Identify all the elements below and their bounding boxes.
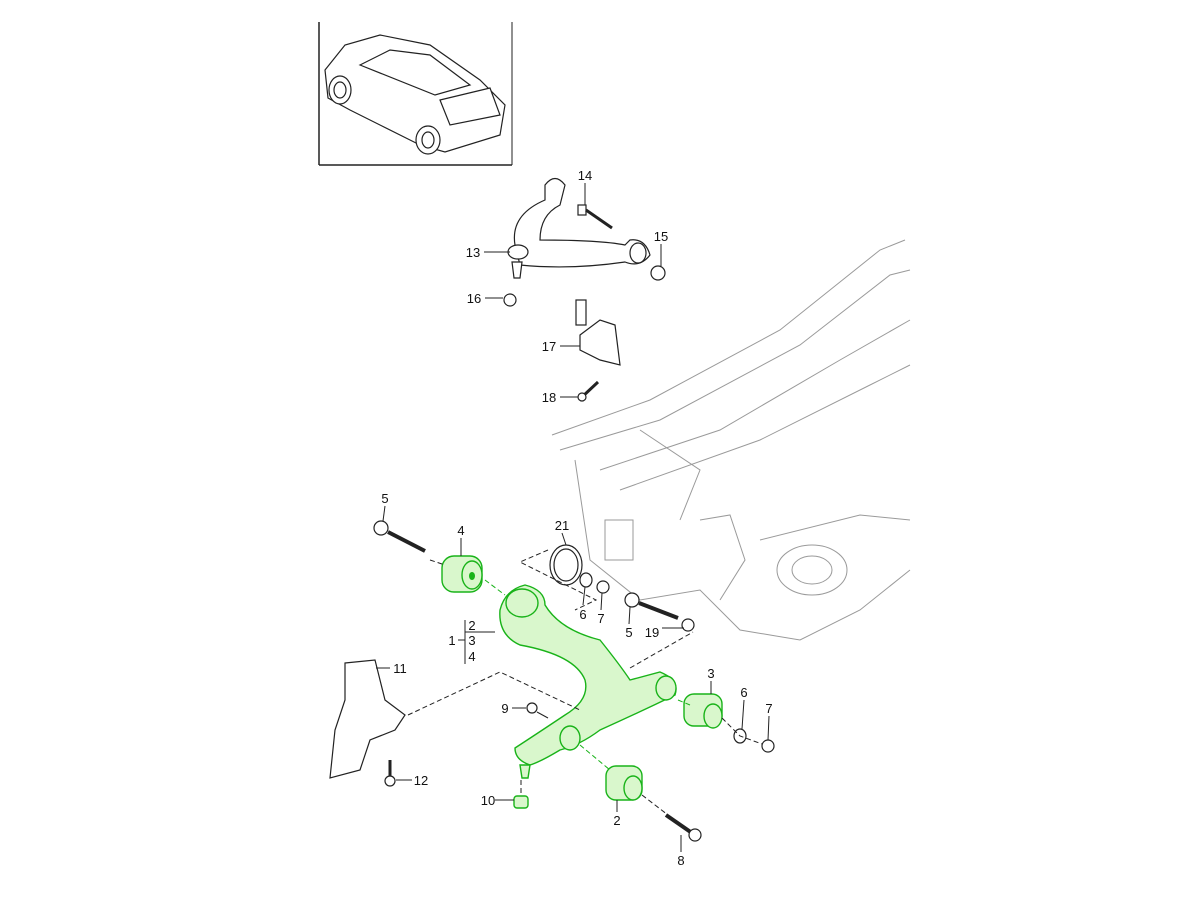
callout-19[interactable]: 19 [645,625,659,640]
cover-21[interactable] [549,544,583,586]
callout-7[interactable]: 7 [597,611,604,626]
callout-1-sub-4[interactable]: 4 [468,649,475,664]
nut-7-upper[interactable] [596,580,610,594]
callout-16[interactable]: 16 [467,291,481,306]
callout-4[interactable]: 4 [457,523,464,538]
callout-8[interactable]: 8 [677,853,684,868]
bolt-18[interactable] [577,380,600,402]
bolt-5-right[interactable] [624,592,679,620]
callout-6[interactable]: 6 [740,685,747,700]
callout-11[interactable]: 11 [393,661,407,676]
nut-10[interactable] [513,795,529,809]
nut-15[interactable] [650,265,666,281]
vehicle-thumbnail[interactable] [318,22,513,166]
callout-1[interactable]: 1 [448,633,455,648]
callout-2[interactable]: 2 [613,813,620,828]
callout-14[interactable]: 14 [578,168,592,183]
bolt-14[interactable] [577,204,613,230]
bolt-5-left[interactable] [373,520,426,553]
callout-13[interactable]: 13 [466,245,480,260]
callout-6[interactable]: 6 [579,607,586,622]
washer-19[interactable] [681,618,695,632]
callout-10[interactable]: 10 [481,793,495,808]
upper-control-arm[interactable] [507,177,651,279]
callout-7[interactable]: 7 [765,701,772,716]
bolt-8[interactable] [664,813,702,842]
callout-3[interactable]: 3 [707,666,714,681]
callout-12[interactable]: 12 [414,773,428,788]
bushing-3[interactable] [683,693,723,729]
callout-18[interactable]: 18 [542,390,556,405]
callout-21[interactable]: 21 [555,518,569,533]
callout-5[interactable]: 5 [625,625,632,640]
callout-9[interactable]: 9 [501,701,508,716]
washer-6-upper[interactable] [579,572,593,588]
callout-5[interactable]: 5 [381,491,388,506]
callout-1-sub-2[interactable]: 2 [468,618,475,633]
bushing-2[interactable] [605,765,643,801]
callout-17[interactable]: 17 [542,339,556,354]
callout-15[interactable]: 15 [654,229,668,244]
bushing-4[interactable] [441,555,483,593]
bolt-12[interactable] [384,760,396,787]
sensor-17[interactable] [575,299,621,366]
lower-control-arm[interactable] [499,584,677,779]
nut-9[interactable] [526,702,538,714]
nut-7-lower[interactable] [761,739,775,753]
subframe [551,239,911,641]
nut-16[interactable] [503,293,517,307]
callout-1-sub-3[interactable]: 3 [468,633,475,648]
bracket-11[interactable] [329,659,406,779]
